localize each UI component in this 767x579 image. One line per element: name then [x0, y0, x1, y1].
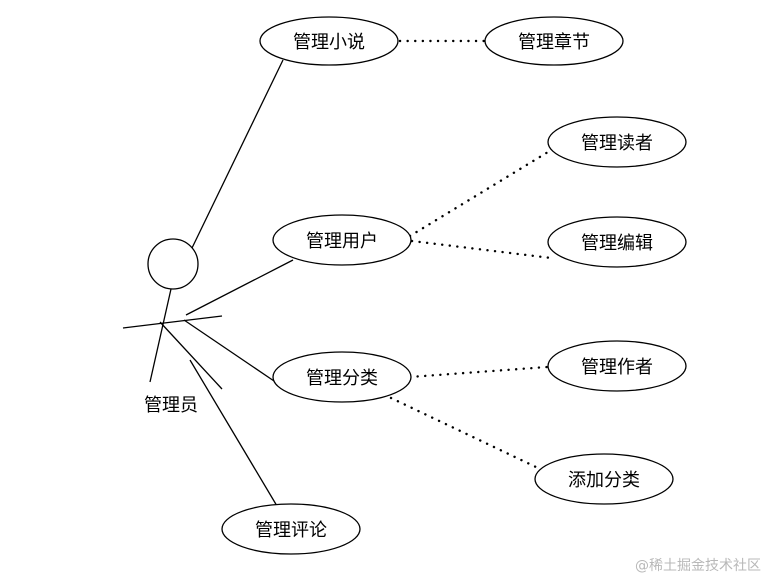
association-manage-user [185, 259, 294, 316]
use-case-add-category-label: 添加分类 [568, 470, 640, 491]
relation-category-add [389, 396, 540, 470]
actor-arm-line [122, 315, 223, 329]
actor-figure [122, 238, 223, 390]
use-case-manage-reader: 管理读者 [547, 116, 687, 168]
use-case-manage-user: 管理用户 [272, 214, 412, 266]
actor-body-line [149, 288, 172, 383]
watermark-text: @稀土掘金技术社区 [635, 558, 761, 574]
use-case-manage-comment-label: 管理评论 [255, 520, 327, 541]
actor-leg-line [159, 321, 223, 390]
use-case-manage-user-label: 管理用户 [306, 231, 378, 252]
use-case-manage-author: 管理作者 [547, 340, 687, 392]
use-case-manage-chapter: 管理章节 [484, 16, 624, 66]
use-case-manage-editor-label: 管理编辑 [581, 233, 653, 254]
use-case-manage-author-label: 管理作者 [581, 357, 653, 378]
relation-category-author [408, 365, 549, 379]
relation-user-editor [410, 239, 553, 260]
use-case-manage-category: 管理分类 [272, 351, 412, 403]
relation-user-reader [408, 150, 550, 238]
use-case-manage-editor: 管理编辑 [547, 216, 687, 268]
actor-label: 管理员 [144, 395, 198, 416]
use-case-manage-novel: 管理小说 [259, 16, 399, 66]
use-case-add-category: 添加分类 [534, 453, 674, 505]
association-manage-comment [189, 359, 278, 507]
actor-head [147, 238, 199, 290]
use-case-manage-chapter-label: 管理章节 [518, 32, 590, 53]
use-case-manage-novel-label: 管理小说 [293, 32, 365, 53]
use-case-manage-comment: 管理评论 [221, 503, 361, 555]
use-case-manage-category-label: 管理分类 [306, 368, 378, 389]
use-case-manage-reader-label: 管理读者 [581, 133, 653, 154]
association-manage-category [183, 319, 275, 382]
association-manage-novel [191, 59, 284, 249]
